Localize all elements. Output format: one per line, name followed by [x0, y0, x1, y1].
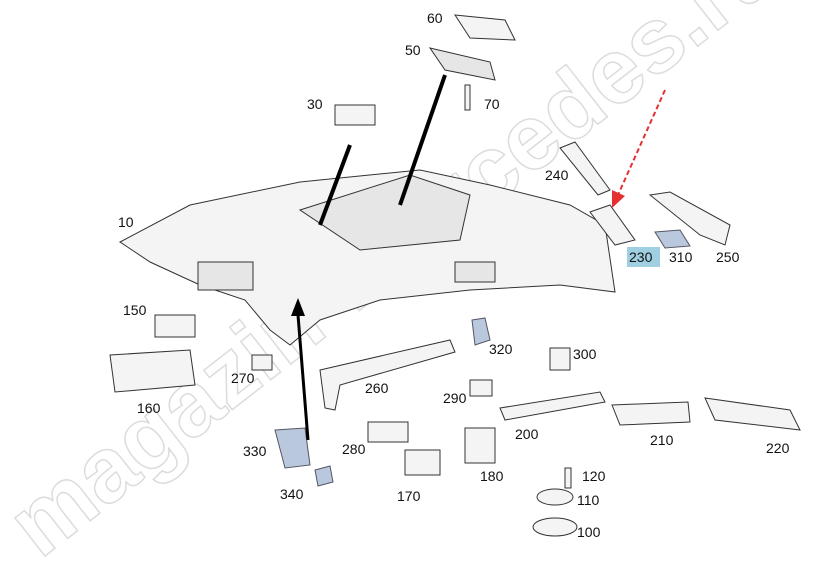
label-330[interactable]: 330	[243, 443, 267, 459]
part-250[interactable]	[648, 191, 731, 246]
label-320[interactable]: 320	[489, 341, 513, 357]
part-30[interactable]	[334, 104, 376, 126]
label-270[interactable]: 270	[231, 370, 255, 386]
part-150[interactable]	[154, 314, 196, 338]
label-280[interactable]: 280	[342, 441, 366, 457]
label-70[interactable]: 70	[484, 96, 500, 112]
part-300[interactable]	[549, 347, 571, 371]
sunroof-area	[298, 174, 471, 251]
console-cutout	[197, 261, 254, 291]
leader-line-30	[318, 144, 352, 226]
label-100[interactable]: 100	[577, 524, 601, 540]
part-230[interactable]	[589, 204, 636, 246]
part-170[interactable]	[404, 449, 441, 476]
part-210[interactable]	[611, 401, 691, 426]
label-240[interactable]: 240	[545, 167, 569, 183]
red-pointer-arrow	[617, 89, 666, 196]
label-180[interactable]: 180	[480, 468, 504, 484]
part-240[interactable]	[559, 141, 611, 196]
part-320[interactable]	[471, 317, 491, 346]
red-arrowhead	[612, 190, 625, 208]
part-50[interactable]	[428, 47, 496, 81]
label-210[interactable]: 210	[650, 432, 674, 448]
part-270[interactable]	[251, 354, 273, 371]
label-110[interactable]: 110	[577, 492, 600, 508]
part-160[interactable]	[109, 349, 196, 393]
part-330[interactable]	[274, 427, 311, 469]
label-160[interactable]: 160	[137, 400, 161, 416]
label-60[interactable]: 60	[427, 10, 443, 26]
part-100[interactable]	[532, 517, 578, 537]
label-10[interactable]: 10	[118, 214, 134, 230]
label-310[interactable]: 310	[669, 249, 693, 265]
headliner-part-10[interactable]	[119, 169, 616, 346]
label-30[interactable]: 30	[307, 96, 323, 112]
part-220[interactable]	[704, 397, 801, 431]
part-60[interactable]	[454, 14, 516, 41]
label-300[interactable]: 300	[573, 346, 597, 362]
part-180[interactable]	[464, 427, 496, 464]
part-310[interactable]	[654, 229, 691, 249]
label-150[interactable]: 150	[123, 302, 147, 318]
label-120[interactable]: 120	[582, 468, 606, 484]
part-120[interactable]	[564, 467, 572, 489]
label-250[interactable]: 250	[716, 249, 740, 265]
part-280[interactable]	[367, 421, 409, 443]
label-220[interactable]: 220	[766, 440, 790, 456]
part-260[interactable]	[319, 339, 456, 411]
handle-cutout	[454, 261, 496, 283]
part-340[interactable]	[314, 465, 334, 487]
leader-line-330	[296, 314, 310, 441]
leader-line-50	[398, 74, 447, 206]
label-230[interactable]: 230	[629, 249, 653, 265]
part-290[interactable]	[469, 379, 493, 397]
leader-arrowhead	[291, 298, 305, 316]
label-50[interactable]: 50	[405, 42, 421, 58]
label-200[interactable]: 200	[515, 426, 539, 442]
highlight-230	[627, 247, 660, 267]
label-340[interactable]: 340	[280, 486, 304, 502]
label-170[interactable]: 170	[397, 488, 421, 504]
part-200[interactable]	[499, 391, 606, 421]
label-260[interactable]: 260	[365, 380, 389, 396]
part-110[interactable]	[536, 488, 574, 506]
label-290[interactable]: 290	[443, 390, 467, 406]
part-70[interactable]	[464, 84, 471, 111]
